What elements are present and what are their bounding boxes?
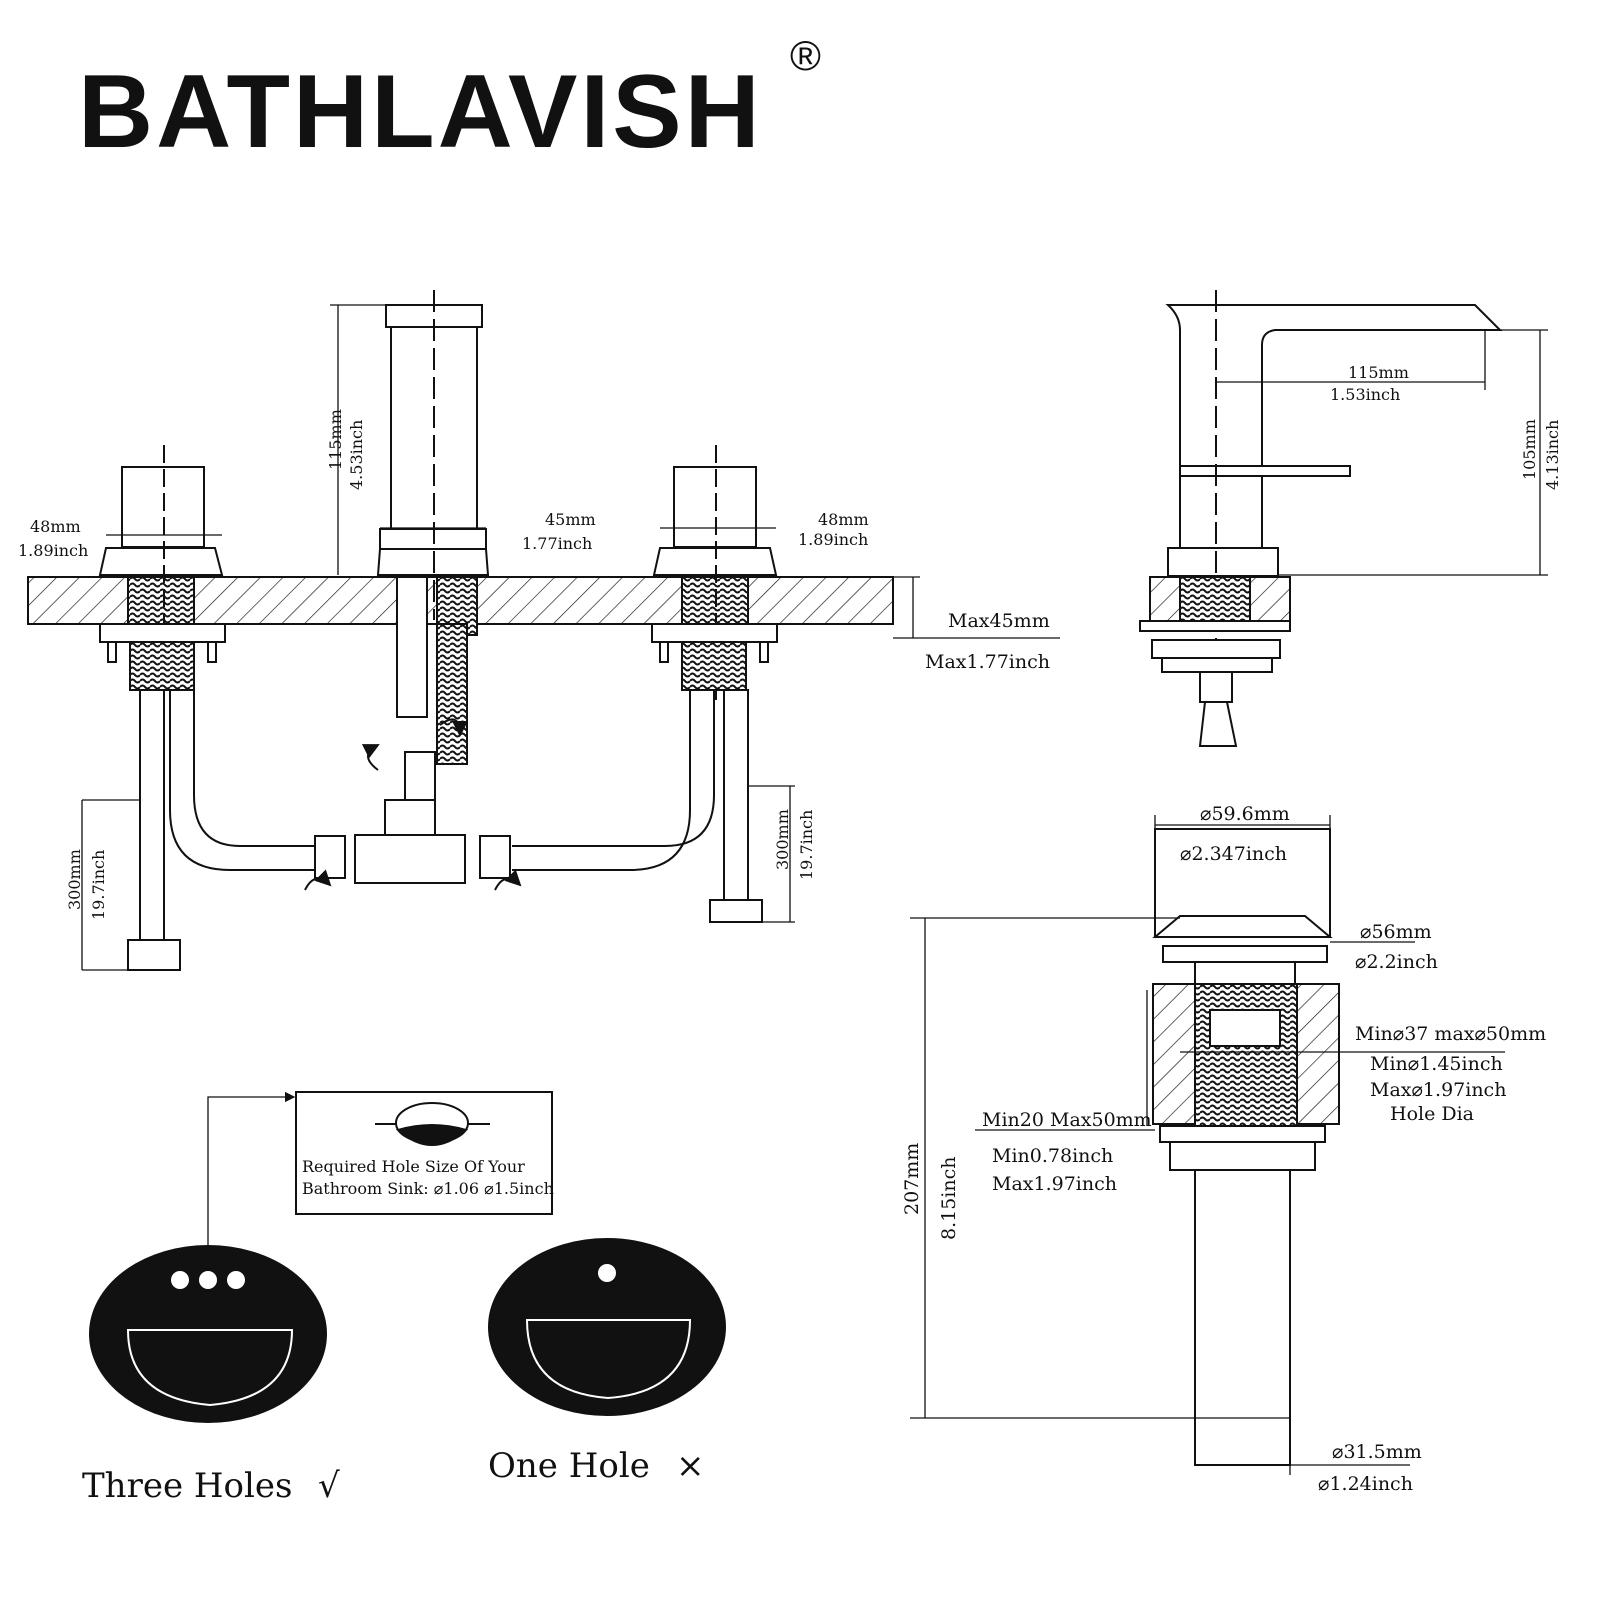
counter-thickness-inch-min: Min0.78inch [992, 1145, 1113, 1167]
brand-logo: BATHLAVISH [78, 54, 763, 170]
hole-dia-label: Hole Dia [1390, 1103, 1474, 1125]
drain-counter-left [1152, 983, 1196, 1125]
flange-dia-mm: ⌀56mm [1360, 921, 1432, 943]
drain-height-inch: 8.15inch [938, 1157, 960, 1241]
right-handle-width-mm: 48mm [818, 510, 869, 529]
three-holes-check-mark: √ [318, 1466, 340, 1506]
deck-thickness-mm: Max45mm [948, 610, 1050, 632]
sink-three-holes [89, 1245, 327, 1423]
hose-left-mm: 300mm [65, 849, 84, 910]
hole-dia-mm: Min⌀37 max⌀50mm [1355, 1023, 1546, 1045]
drain-tailpiece [1194, 1169, 1291, 1466]
spout [376, 290, 490, 765]
side-height-inch: 4.13inch [1543, 420, 1562, 490]
one-hole-cross-mark: × [676, 1446, 705, 1486]
three-holes-label: Three Holes [82, 1466, 292, 1506]
hose-right-inch: 19.7inch [797, 810, 816, 880]
hose-right-mm: 300mm [773, 809, 792, 870]
faucet-side-view [1139, 290, 1548, 747]
tail-dia-inch: ⌀1.24inch [1318, 1473, 1413, 1495]
pop-up-drain [910, 815, 1505, 1475]
spout-height-inch: 4.53inch [347, 420, 366, 490]
hole-dia-inch-min: Min⌀1.45inch [1370, 1053, 1503, 1075]
side-reach-mm: 115mm [1348, 363, 1409, 382]
left-handle-width-inch: 1.89inch [18, 541, 88, 560]
drain-height-mm: 207mm [901, 1143, 923, 1215]
cap-dia-inch: ⌀2.347inch [1180, 843, 1287, 865]
side-height-mm: 105mm [1520, 419, 1539, 480]
side-reach-inch: 1.53inch [1330, 385, 1400, 404]
counter-thickness-inch-max: Max1.97inch [992, 1173, 1117, 1195]
hole-note-line2: Bathroom Sink: ⌀1.06 ⌀1.5inch [302, 1179, 554, 1198]
hole-dia-inch-max: Max⌀1.97inch [1370, 1079, 1506, 1101]
one-hole-label: One Hole [488, 1446, 650, 1486]
supply-hoses [127, 689, 763, 971]
left-handle [98, 445, 226, 700]
dimension-labels: 115mm 4.53inch 48mm 1.89inch 45mm 1.77in… [18, 363, 1562, 1506]
left-handle-width-mm: 48mm [30, 517, 81, 536]
faucet-front-view [27, 290, 1060, 971]
hose-left-inch: 19.7inch [89, 850, 108, 920]
right-handle [651, 445, 778, 700]
hole-size-note-box [207, 1091, 553, 1245]
tail-dia-mm: ⌀31.5mm [1332, 1441, 1422, 1463]
hole-note-line1: Required Hole Size Of Your [302, 1157, 525, 1176]
counter-thickness-mm: Min20 Max50mm [982, 1109, 1152, 1131]
left-shank [127, 576, 195, 625]
drain-counter-right [1296, 983, 1340, 1125]
sink-one-hole [488, 1238, 726, 1416]
spout-base-width-mm: 45mm [545, 510, 596, 529]
flange-dia-inch: ⌀2.2inch [1355, 951, 1438, 973]
right-handle-width-inch: 1.89inch [798, 530, 868, 549]
cap-dia-mm: ⌀59.6mm [1200, 803, 1290, 825]
spout-base-width-inch: 1.77inch [522, 534, 592, 553]
deck-thickness-inch: Max1.77inch [925, 651, 1050, 673]
registered-mark: ® [790, 32, 821, 79]
spout-height-mm: 115mm [326, 409, 345, 470]
